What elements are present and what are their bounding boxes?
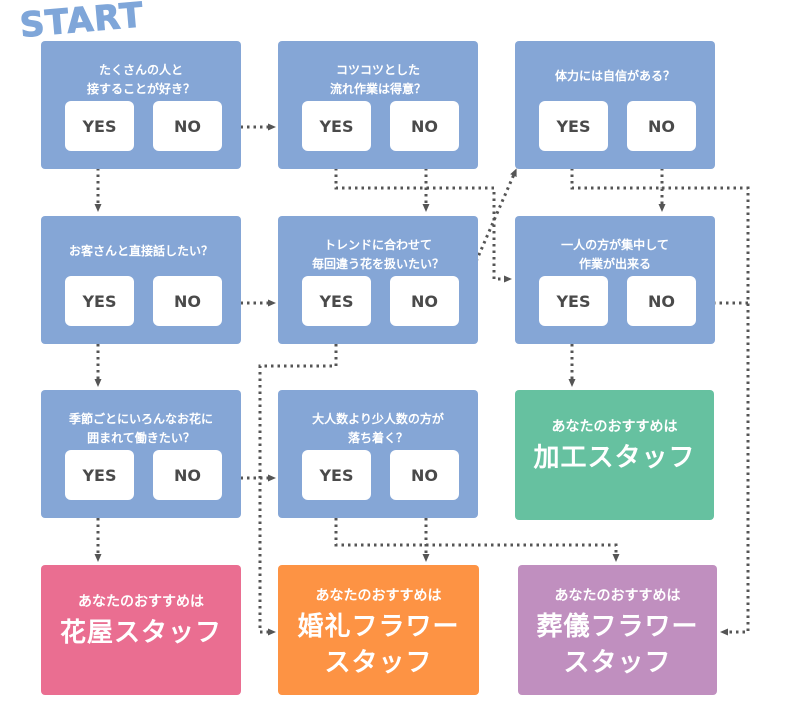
- arrow-q8-yes-to-funeral: [334, 505, 620, 562]
- yes-button[interactable]: YES: [65, 101, 134, 151]
- no-button[interactable]: NO: [153, 276, 222, 326]
- arrow-q5-yes-to-wedding: [258, 331, 338, 636]
- question-card-5: トレンドに合わせて 毎回違う花を扱いたい？ YES NO: [278, 216, 478, 344]
- question-text: トレンドに合わせて 毎回違う花を扱いたい？: [311, 238, 444, 271]
- arrow-q2-yes-to-q6: [334, 155, 512, 283]
- arrow-q5-no-to-q3: [456, 168, 517, 304]
- arrow-q3-yes-to-q6: [570, 155, 666, 212]
- yes-button[interactable]: YES: [302, 450, 371, 500]
- no-button[interactable]: NO: [390, 276, 459, 326]
- result-title: 花屋スタッフ: [59, 618, 222, 648]
- question-text: 季節ごとにいろんなお花に 囲まれて働きたい？: [68, 412, 213, 445]
- no-button[interactable]: NO: [390, 450, 459, 500]
- result-card-funeral-flower-staff: あなたのおすすめは 葬儀フラワー スタッフ: [518, 565, 717, 695]
- no-button[interactable]: NO: [153, 101, 222, 151]
- result-card-wedding-flower-staff: あなたのおすすめは 婚礼フラワー スタッフ: [278, 565, 479, 695]
- yes-button[interactable]: YES: [65, 450, 134, 500]
- question-text: お客さんと直接話したい？: [68, 244, 213, 258]
- no-button[interactable]: NO: [627, 101, 696, 151]
- result-title: 加工スタッフ: [533, 443, 696, 473]
- yes-button[interactable]: YES: [302, 101, 371, 151]
- yes-button[interactable]: YES: [539, 101, 608, 151]
- question-card-2: コツコツとした 流れ作業は得意？ YES NO: [278, 41, 478, 169]
- result-subtitle: あなたのおすすめは: [551, 419, 678, 435]
- question-text: コツコツとした 流れ作業は得意？: [329, 63, 426, 96]
- question-card-3: 体力には自信がある？ YES NO: [515, 41, 715, 169]
- result-subtitle: あなたのおすすめは: [554, 588, 681, 604]
- question-text: たくさんの人と 接することが好き？: [86, 63, 195, 96]
- question-card-1: たくさんの人と 接することが好き？ YES NO: [41, 41, 241, 169]
- result-subtitle: あなたのおすすめは: [78, 594, 204, 610]
- result-card-processing-staff: あなたのおすすめは 加工スタッフ: [515, 390, 714, 520]
- yes-button[interactable]: YES: [539, 276, 608, 326]
- result-subtitle: あなたのおすすめは: [315, 588, 442, 604]
- no-button[interactable]: NO: [153, 450, 222, 500]
- question-card-4: お客さんと直接話したい？ YES NO: [41, 216, 241, 344]
- result-title: 婚礼フラワー スタッフ: [297, 612, 460, 678]
- question-text: 体力には自信がある？: [554, 69, 675, 83]
- result-card-florist-staff: あなたのおすすめは 花屋スタッフ: [41, 565, 241, 695]
- result-title: 葬儀フラワー スタッフ: [536, 612, 699, 678]
- question-card-6: 一人の方が集中して 作業が出来る YES NO: [515, 216, 715, 344]
- yes-button[interactable]: YES: [65, 276, 134, 326]
- no-button[interactable]: NO: [627, 276, 696, 326]
- question-card-8: 大人数より少人数の方が 落ち着く？ YES NO: [278, 390, 478, 518]
- no-button[interactable]: NO: [390, 101, 459, 151]
- arrow-q3-right-to-funeral: [662, 186, 750, 636]
- question-text: 大人数より少人数の方が 落ち着く？: [312, 412, 444, 445]
- yes-button[interactable]: YES: [302, 276, 371, 326]
- question-card-7: 季節ごとにいろんなお花に 囲まれて働きたい？ YES NO: [41, 390, 241, 518]
- question-text: 一人の方が集中して 作業が出来る: [561, 238, 669, 271]
